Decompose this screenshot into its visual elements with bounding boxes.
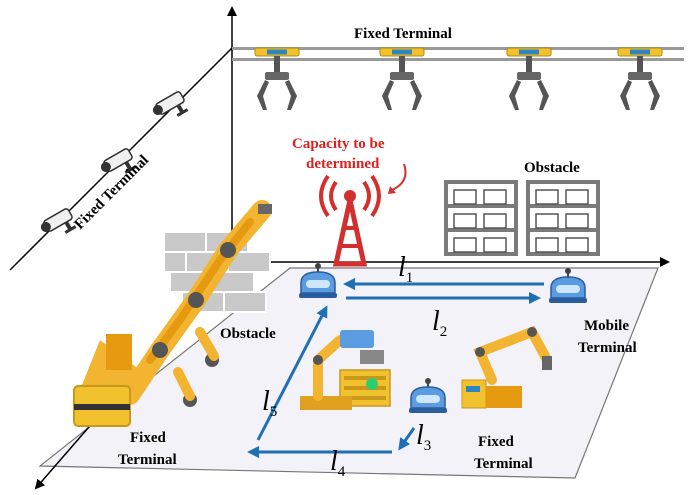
camera-icon <box>37 90 191 245</box>
workstation-icon <box>300 330 391 410</box>
shelf-icon <box>444 180 600 256</box>
capacity-label-line1: Capacity to be <box>292 136 385 152</box>
obstacle-right-label: Obstacle <box>524 160 580 176</box>
link-l5-label: l5 <box>262 386 277 420</box>
ceiling-rails <box>232 47 684 61</box>
mobile-terminal-label-line2: Terminal <box>578 340 637 356</box>
gripper-icon <box>254 47 663 111</box>
robot-arm-icon <box>461 325 552 409</box>
link-l5-line <box>256 305 328 441</box>
fixed-terminal-top-label: Fixed Terminal <box>354 26 452 42</box>
link-arrows <box>247 278 544 458</box>
antenna-icon <box>319 163 407 267</box>
link-l2-label: l2 <box>432 306 447 340</box>
fixed-terminal-bl-label-line1: Fixed <box>130 430 166 446</box>
link-l3-label: l3 <box>416 420 431 454</box>
link-l3-line <box>398 427 416 451</box>
fixed-terminal-br-label-line2: Terminal <box>474 456 533 472</box>
fixed-terminal-br-label-line1: Fixed <box>478 434 514 450</box>
link-l4-label: l4 <box>330 446 346 480</box>
robot-arm-icon <box>73 200 272 427</box>
fixed-terminal-bl-label-line2: Terminal <box>118 452 177 468</box>
link-l1-label: l1 <box>398 252 413 286</box>
obstacle-left-label: Obstacle <box>220 326 276 342</box>
capacity-label-line2: determined <box>306 156 380 172</box>
mobile-terminal-label-line1: Mobile <box>584 318 629 334</box>
